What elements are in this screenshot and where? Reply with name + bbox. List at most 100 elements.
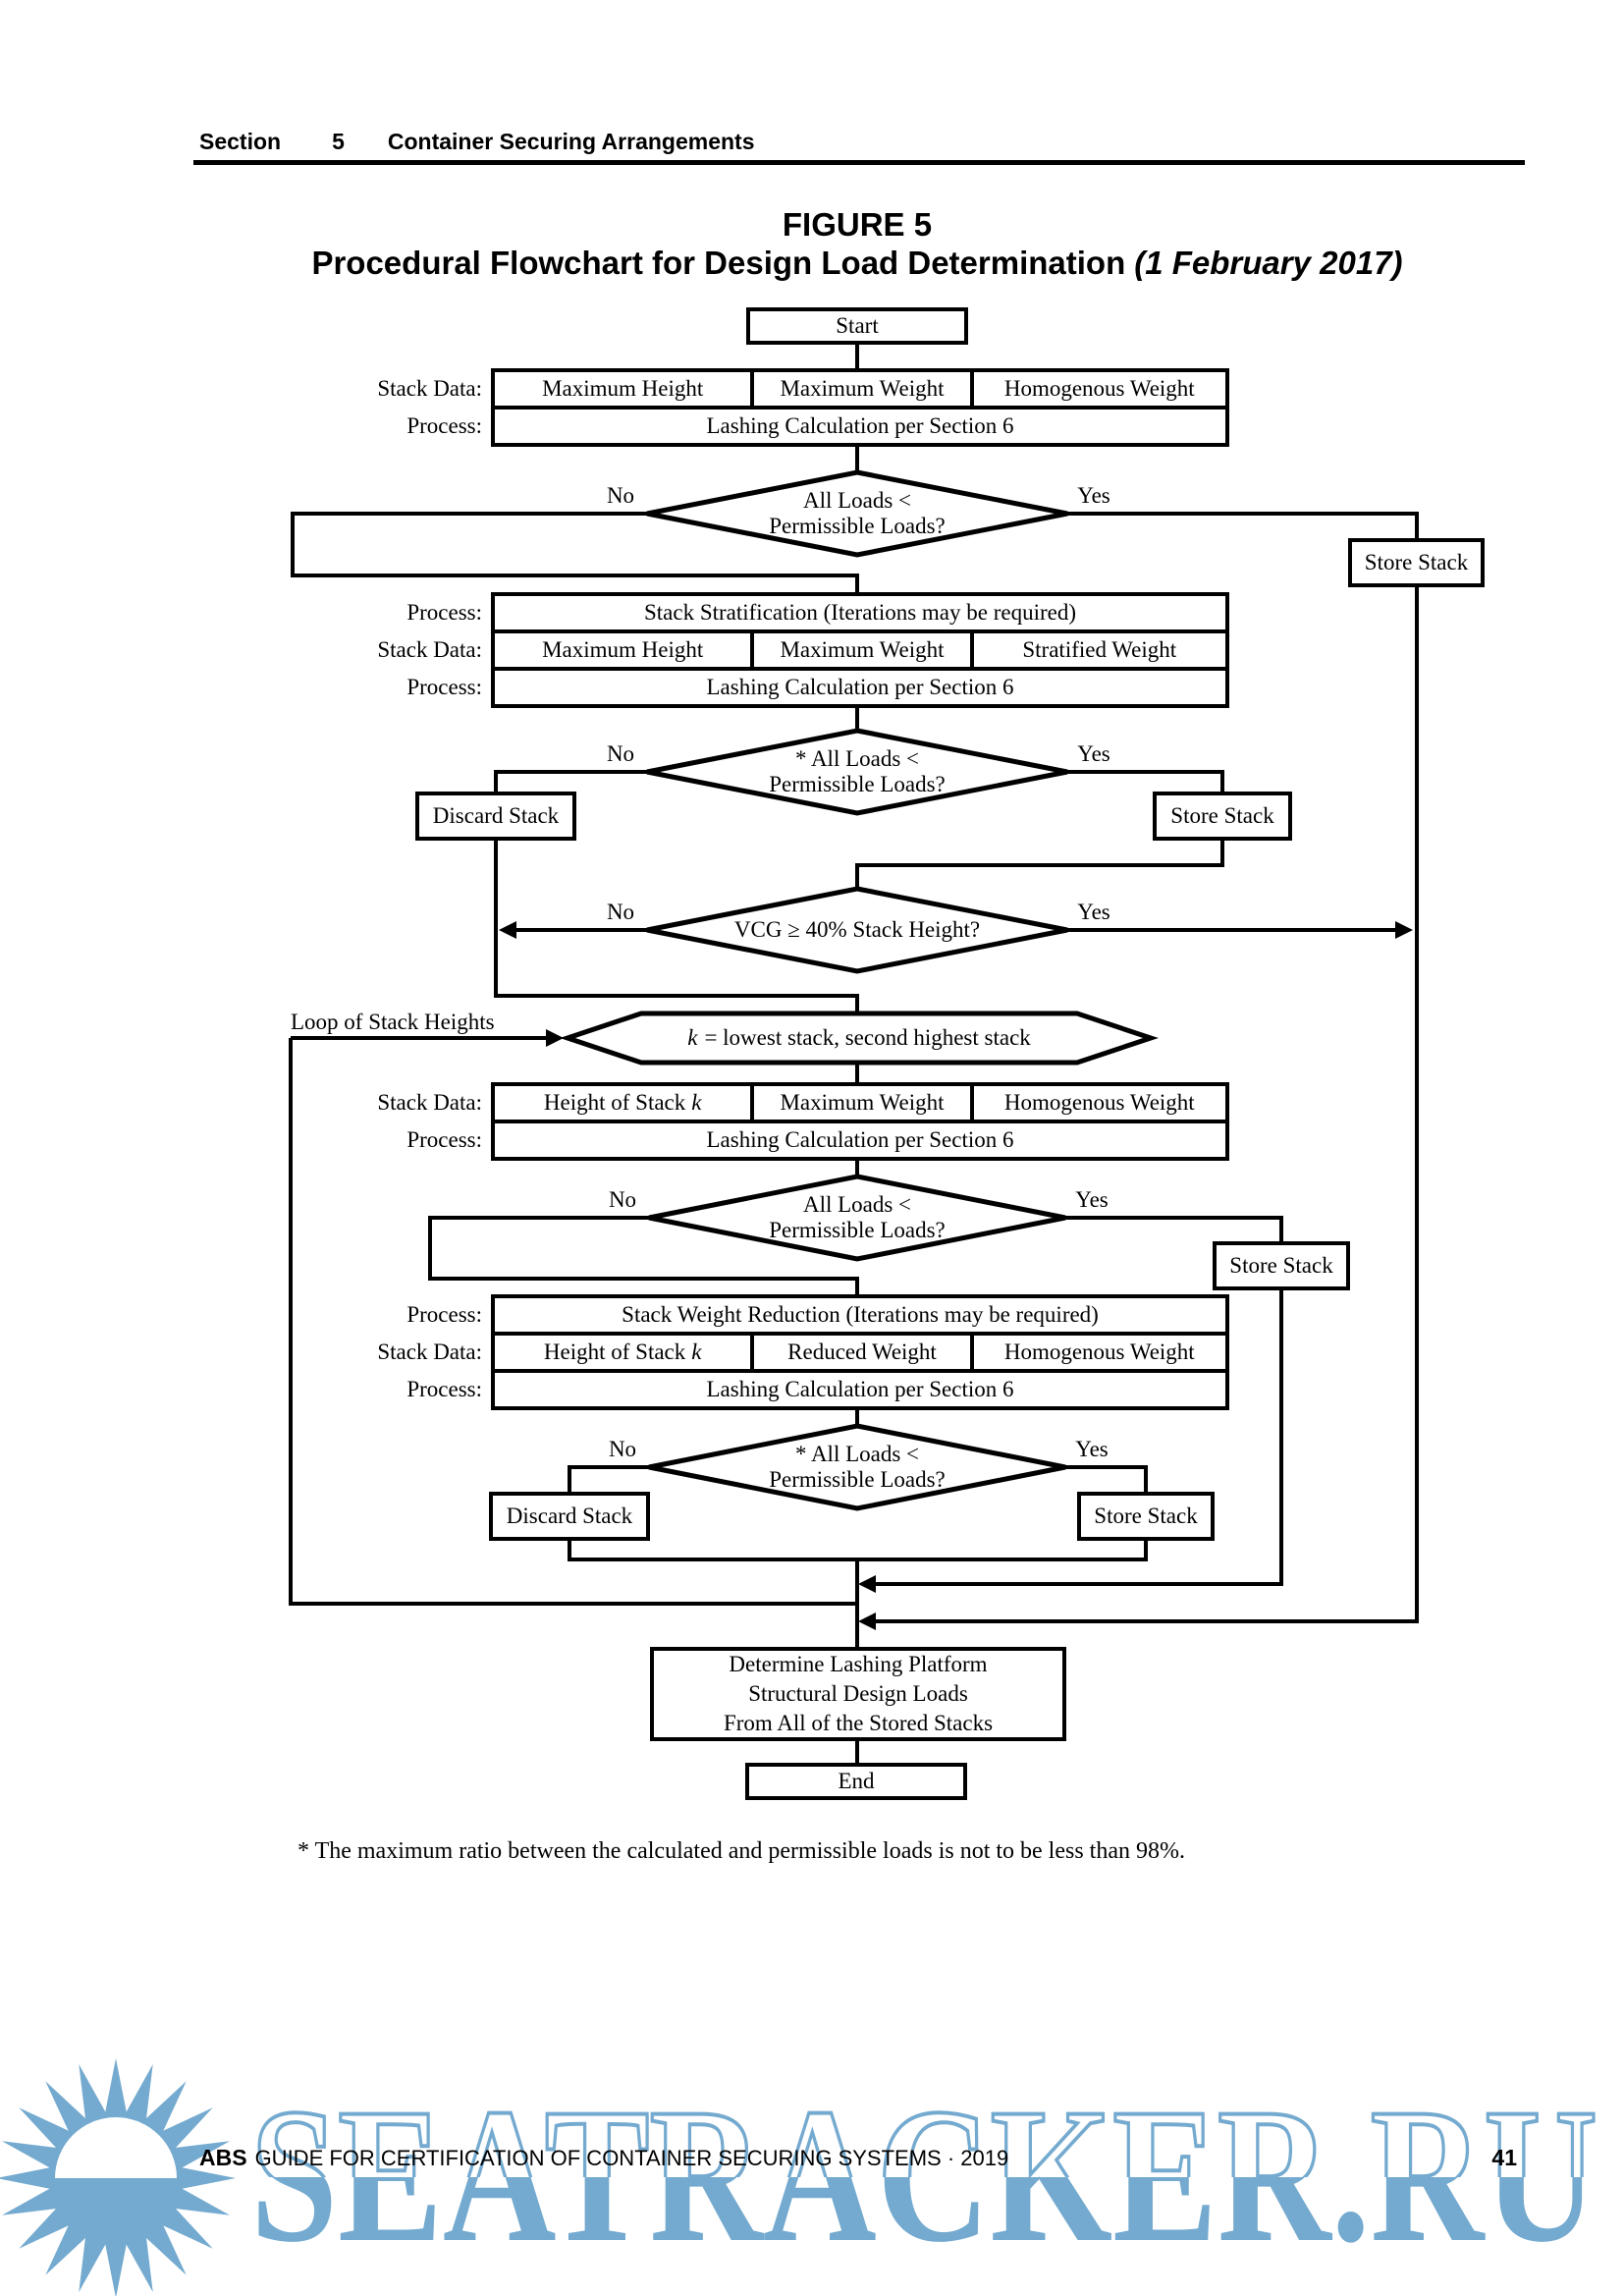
- discard-stack-box-1: Discard Stack: [415, 792, 576, 841]
- determine-line3: From All of the Stored Stacks: [723, 1711, 994, 1735]
- decision-all-loads-1-text: All Loads < Permissible Loads?: [651, 488, 1063, 539]
- connector-decision4-yes: [1065, 1465, 1148, 1492]
- figure-label: FIGURE 5: [782, 206, 933, 243]
- start-label: Start: [836, 313, 879, 338]
- cell-text: Reduced Weight: [787, 1339, 937, 1364]
- page-footer: ABS GUIDE FOR CERTIFICATION OF CONTAINER…: [199, 2145, 1517, 2171]
- arrowhead-right-merge: [858, 1613, 876, 1630]
- watermark-text-top: SEATRACKER.RU: [250, 2069, 1597, 2282]
- store-stack-label: Store Stack: [1094, 1503, 1198, 1528]
- loop-hexagon-text: k= lowest stack, second highest stack: [584, 1025, 1134, 1051]
- hexagon-k: k: [687, 1025, 698, 1050]
- cell-text: Height of Stack: [543, 1339, 686, 1364]
- table-row: Stack Stratification (Iterations may be …: [495, 596, 1225, 629]
- store-stack-label: Store Stack: [1364, 550, 1469, 574]
- decision-all-loads-star-2-shape: [648, 1423, 1066, 1511]
- cell-text: Homogenous Weight: [1003, 1339, 1195, 1364]
- table-cell: Stack Stratification (Iterations may be …: [495, 596, 1225, 629]
- decision-line2: Permissible Loads?: [769, 772, 946, 796]
- table-cell: Lashing Calculation per Section 6: [495, 1373, 1225, 1406]
- cell-k: k: [691, 1339, 702, 1364]
- footer-text: GUIDE FOR CERTIFICATION OF CONTAINER SEC…: [254, 2146, 1009, 2170]
- store-stack-box-3: Store Stack: [1213, 1241, 1350, 1290]
- decision-line2: Permissible Loads?: [769, 1467, 946, 1492]
- connector-decision2-yes: [1067, 770, 1224, 792]
- connector-decision4-no: [568, 1465, 649, 1492]
- cell-text: Lashing Calculation per Section 6: [706, 1127, 1014, 1152]
- sun-icon: [0, 2058, 236, 2296]
- sun-dome: [55, 2117, 177, 2178]
- arrowhead-loop-entry: [546, 1029, 564, 1047]
- decision-all-loads-2-text: All Loads < Permissible Loads?: [651, 1192, 1063, 1243]
- header-section-title: Container Securing Arrangements: [387, 129, 755, 154]
- cell-text: Homogenous Weight: [1003, 376, 1195, 401]
- cell-text: Maximum Weight: [780, 637, 945, 662]
- determine-line1: Determine Lashing Platform: [729, 1652, 988, 1676]
- connector-store2-vcg: [855, 841, 1224, 889]
- table-cell: Homogenous Weight: [969, 1086, 1225, 1120]
- decision-line2: Permissible Loads?: [769, 514, 946, 538]
- yes-label-2: Yes: [1077, 741, 1110, 766]
- footer-brand: ABS: [199, 2145, 247, 2170]
- table-cell: Homogenous Weight: [969, 1336, 1225, 1369]
- discard-stack-label: Discard Stack: [432, 803, 560, 828]
- table-cell: Maximum Weight: [750, 372, 969, 406]
- connector-store3-merge: [876, 1290, 1283, 1586]
- process-label-6: Process:: [406, 1377, 482, 1401]
- cell-text: Maximum Weight: [780, 1090, 945, 1115]
- table-cell: Lashing Calculation per Section 6: [495, 1123, 1225, 1157]
- table-cell: Lashing Calculation per Section 6: [495, 671, 1225, 704]
- decision-vcg-text: VCG ≥ 40% Stack Height?: [651, 917, 1063, 943]
- store-stack-box-4: Store Stack: [1077, 1492, 1215, 1541]
- table-cell: Maximum Weight: [750, 633, 969, 667]
- cell-text: Lashing Calculation per Section 6: [706, 675, 1014, 699]
- decision-all-loads-1-shape: [646, 469, 1068, 558]
- decision-all-loads-star-1-shape: [646, 728, 1068, 816]
- arrowhead-store3-merge: [858, 1575, 876, 1593]
- start-box: Start: [746, 307, 968, 345]
- arrowhead-vcg-no: [499, 921, 516, 939]
- cell-text: Maximum Height: [542, 376, 704, 401]
- connector-decision3-yes: [1065, 1216, 1283, 1241]
- figure-date-note: (1 February 2017): [1134, 245, 1403, 281]
- no-label-3: No: [606, 900, 635, 924]
- process-label-2: Process:: [406, 600, 482, 625]
- store-stack-box-1: Store Stack: [1348, 538, 1485, 587]
- determine-line2: Structural Design Loads: [748, 1681, 968, 1706]
- table-cell: Maximum Weight: [750, 1086, 969, 1120]
- yes-label-1: Yes: [1077, 483, 1110, 508]
- table-cell: Reduced Weight: [750, 1336, 969, 1369]
- stratification-table: Stack Stratification (Iterations may be …: [491, 592, 1229, 708]
- table-row: Lashing Calculation per Section 6: [495, 667, 1225, 704]
- stack-data-label-1: Stack Data:: [377, 376, 482, 401]
- loop-caption: Loop of Stack Heights: [291, 1010, 495, 1034]
- decision-line1: VCG ≥ 40% Stack Height?: [733, 917, 981, 942]
- determine-loads-box: Determine Lashing Platform Structural De…: [650, 1647, 1066, 1741]
- header-section-word: Section: [199, 129, 282, 154]
- cell-text: Maximum Weight: [780, 376, 945, 401]
- watermark-text-group: SEATRACKER.RU SEATRACKER.RU: [248, 2067, 1599, 2282]
- process-label-4: Process:: [406, 1127, 482, 1152]
- page-header: Section 5 Container Securing Arrangement…: [199, 129, 755, 155]
- discard-stack-box-2: Discard Stack: [489, 1492, 650, 1541]
- stack-data-label-4: Stack Data:: [377, 1339, 482, 1364]
- yes-label-4: Yes: [1075, 1187, 1109, 1212]
- hexagon-rest: = lowest stack, second highest stack: [704, 1025, 1031, 1050]
- decision-line1: All Loads <: [802, 1192, 912, 1217]
- store-stack-box-2: Store Stack: [1153, 792, 1292, 841]
- arrowhead-vcg-yes: [1395, 921, 1413, 939]
- cell-text: Lashing Calculation per Section 6: [706, 413, 1014, 438]
- connector-discard2-store4-merge: [568, 1541, 1148, 1561]
- figure-title: Procedural Flowchart for Design Load Det…: [311, 245, 1402, 282]
- header-rule: [193, 160, 1525, 165]
- process-label-1: Process:: [406, 413, 482, 438]
- decision-vcg-shape: [646, 886, 1068, 974]
- connector-loop-return: [289, 1038, 857, 1606]
- end-label: End: [838, 1769, 875, 1793]
- store-stack-label: Store Stack: [1170, 803, 1274, 828]
- page-number: 41: [1491, 2145, 1517, 2170]
